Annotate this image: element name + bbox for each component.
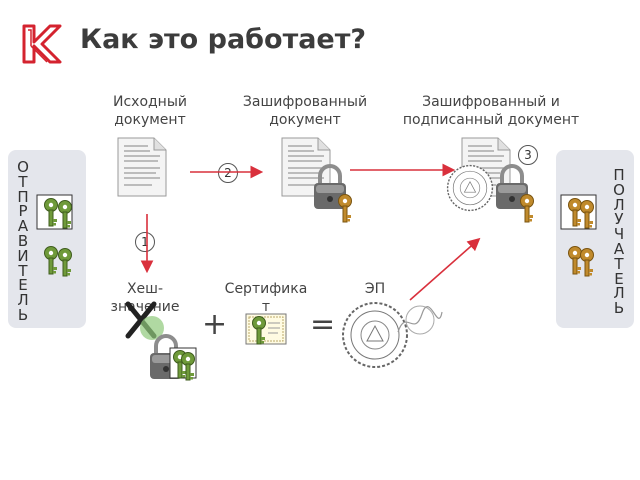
step-3-badge: 3 xyxy=(518,145,538,165)
sender-letter: Е xyxy=(18,276,28,295)
step-2-badge: 2 xyxy=(218,163,238,183)
key-icon xyxy=(580,248,594,277)
sender-letter: О xyxy=(17,158,29,176)
receiver-letter: Л xyxy=(613,195,625,214)
equals-sign: = xyxy=(310,307,336,342)
sender-letter: Т xyxy=(18,261,28,280)
sender-letter: Р xyxy=(18,202,28,221)
sender-letter: Т xyxy=(18,172,28,191)
receiver-letter: О xyxy=(613,180,625,199)
sender-panel xyxy=(8,150,86,328)
signature-stamp-icon xyxy=(342,302,408,368)
receiver-letter: Т xyxy=(614,254,624,273)
source-document-icon xyxy=(117,137,167,197)
step-1-badge: 1 xyxy=(135,232,155,252)
key-icon xyxy=(568,246,582,275)
sender-letter: И xyxy=(17,246,29,265)
sender-letter: Ь xyxy=(17,305,29,324)
sender-letter: П xyxy=(17,187,29,206)
receiver-letter: У xyxy=(614,210,624,229)
page-title: Как это работает? xyxy=(80,24,367,55)
receiver-letter: Л xyxy=(613,284,625,303)
sender-letter: В xyxy=(17,231,29,250)
receiver-letter: Ч xyxy=(613,225,625,244)
sender-letter: А xyxy=(17,217,29,236)
signature-label: ЭП xyxy=(364,281,386,297)
receiver-letter: П xyxy=(613,166,625,184)
receiver-letter: А xyxy=(613,239,625,258)
logo xyxy=(22,24,62,64)
signature-scribble xyxy=(397,305,443,335)
certificate-icon xyxy=(245,313,287,345)
plus-sign: + xyxy=(202,307,228,342)
arrow-to-signed xyxy=(409,237,481,301)
sender-letter: Л xyxy=(17,291,29,310)
public-key-icon xyxy=(58,248,72,277)
receiver-letter: Е xyxy=(614,269,624,288)
public-key-icon xyxy=(44,246,58,275)
stamp-icon xyxy=(446,164,494,212)
receiver-letter: Ь xyxy=(613,299,625,318)
receiver-panel xyxy=(556,150,634,328)
hash-icon xyxy=(125,301,164,340)
